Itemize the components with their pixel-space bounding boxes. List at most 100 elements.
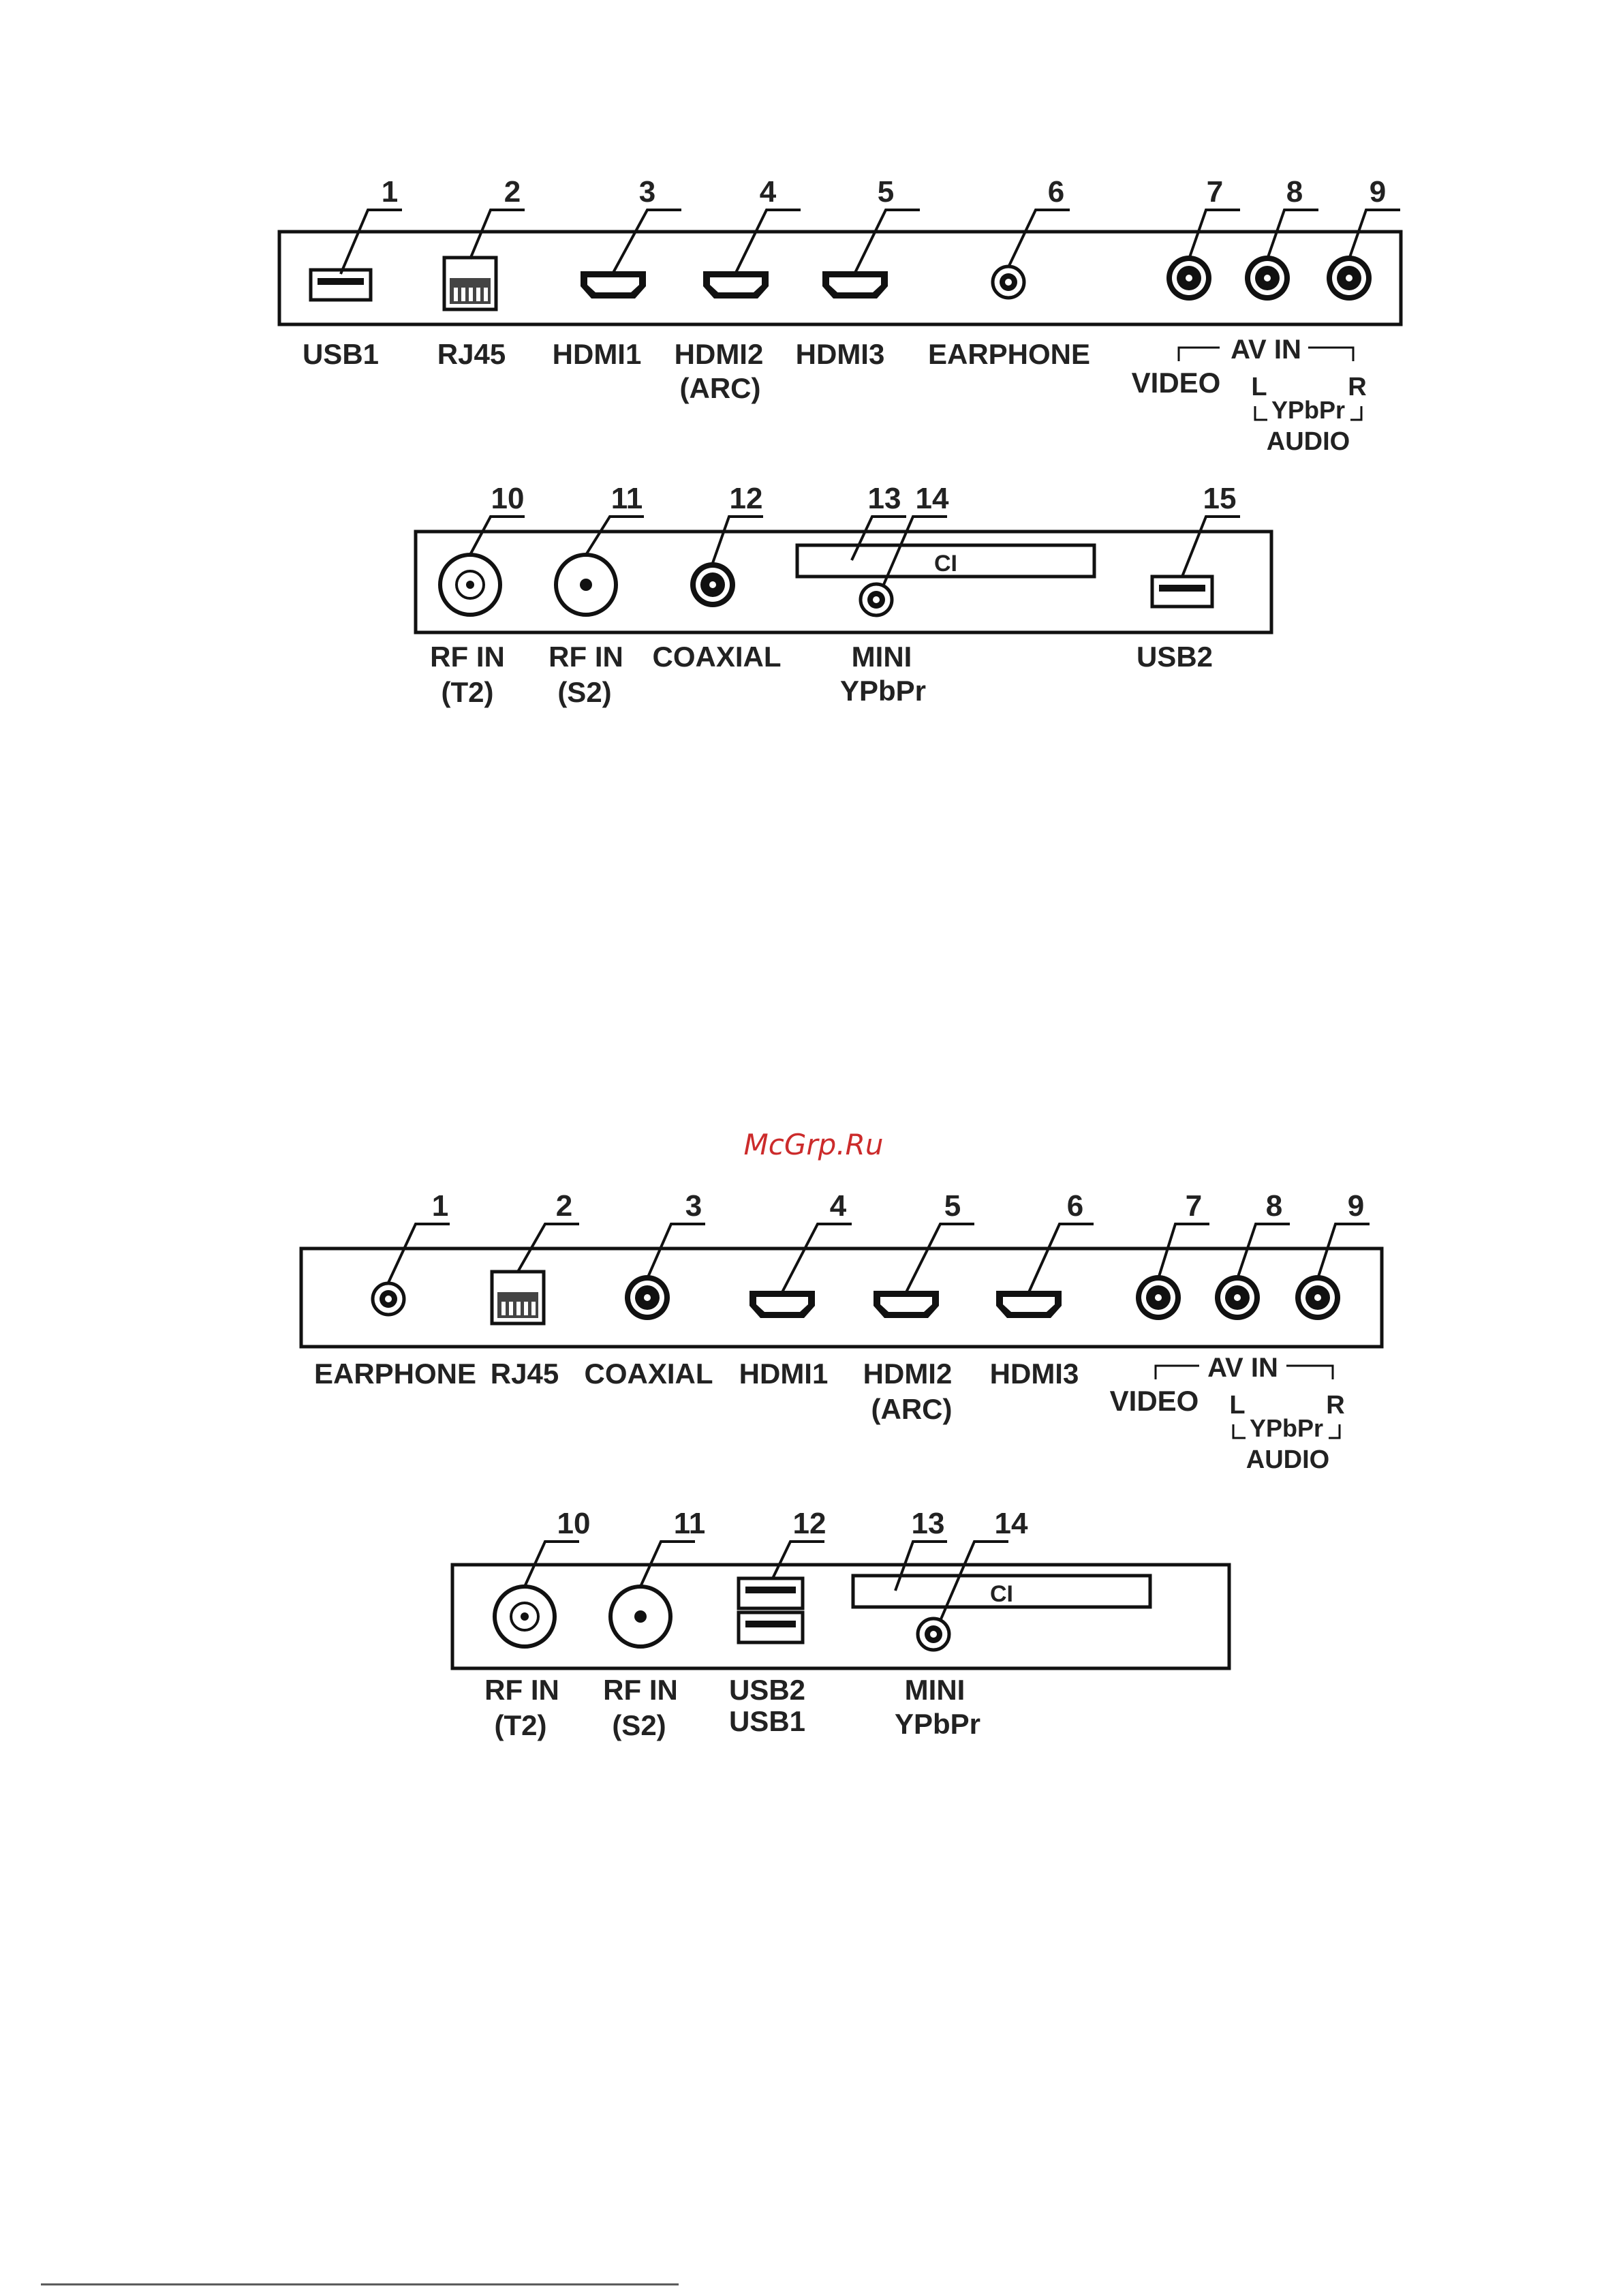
callout-number: 11 [611, 482, 643, 515]
port-label: COAXIAL [585, 1358, 713, 1390]
callout-number: 8 [1266, 1189, 1282, 1223]
callout-number: 14 [995, 1507, 1028, 1540]
usb-dual-port-icon [737, 1576, 805, 1644]
callout-number: 12 [730, 482, 763, 515]
port-label: RJ45 [491, 1358, 559, 1390]
rca-port-icon [1215, 1275, 1260, 1320]
port-label: RF IN [430, 641, 505, 673]
port-label: EARPHONE [314, 1358, 476, 1390]
port-label: RF IN [603, 1674, 678, 1706]
hdmi-port-icon [822, 271, 888, 299]
port-label: (ARC) [871, 1393, 953, 1425]
callout-number: 2 [556, 1189, 572, 1223]
port-label: YPbPr [840, 675, 926, 707]
ci-slot [795, 543, 1096, 579]
port-label: MINI [852, 641, 912, 673]
rj45-port-icon [444, 258, 496, 309]
port-label: L [1229, 1391, 1245, 1420]
port-label: AUDIO [1267, 427, 1350, 456]
port-label: RF IN [548, 641, 623, 673]
rca-port-icon [1245, 256, 1290, 301]
panel1-top: 1 2 3 4 5 6 7 8 9 USB1 RJ45 HDMI1 HDMI2 … [277, 175, 1403, 456]
callout-number: 7 [1207, 175, 1223, 209]
callout-number: 13 [912, 1507, 945, 1540]
port-label: R [1326, 1391, 1344, 1420]
rca-port-icon [1327, 256, 1372, 301]
callout-number: 10 [491, 482, 525, 515]
port-label: HDMI3 [796, 338, 885, 370]
callout-number: 15 [1203, 482, 1237, 515]
port-label: (T2) [495, 1709, 547, 1741]
port-label: HDMI2 [675, 338, 764, 370]
callout-number: 6 [1067, 1189, 1083, 1223]
callout-number: 5 [878, 175, 894, 209]
callout-number: 9 [1348, 1189, 1364, 1223]
callout-number: 2 [504, 175, 521, 209]
callout-number: 13 [868, 482, 901, 515]
callout-number: 7 [1186, 1189, 1202, 1223]
coaxial-port-icon [625, 1275, 670, 1320]
rf-in-t2-icon [440, 555, 500, 615]
group-label: AV IN [1231, 335, 1301, 365]
port-label: YPbPr [895, 1708, 980, 1740]
port-label: USB1 [303, 338, 379, 370]
port-label: HDMI3 [990, 1358, 1079, 1390]
panel2-bottom: CI 10 11 12 13 14 RF IN (T2) RF IN (S2) … [450, 1507, 1231, 1741]
port-label: EARPHONE [928, 338, 1090, 370]
port-label: HDMI2 [863, 1358, 953, 1390]
callout-number: 3 [685, 1189, 702, 1223]
callout-number: 4 [830, 1189, 847, 1223]
port-label: HDMI1 [553, 338, 642, 370]
rj45-port-icon [492, 1272, 544, 1323]
panel-frame [299, 1246, 1384, 1349]
port-label: USB2 [729, 1674, 805, 1706]
coaxial-port-icon [690, 562, 735, 607]
port-label: (T2) [442, 676, 494, 708]
hdmi-port-icon [874, 1291, 939, 1318]
port-label: (ARC) [680, 372, 761, 404]
callout-number: 9 [1370, 175, 1386, 209]
hdmi-port-icon [749, 1291, 815, 1318]
callout-number: 1 [432, 1189, 448, 1223]
port-label: USB2 [1137, 641, 1213, 673]
panel2-top: 1 2 3 4 5 6 7 8 9 EARPHONE RJ45 COAXIAL … [299, 1189, 1384, 1474]
usb-port-icon [1152, 577, 1212, 607]
callout-number: 10 [557, 1507, 591, 1540]
port-label: HDMI1 [739, 1358, 829, 1390]
ci-slot-label: CI [990, 1581, 1013, 1607]
port-label: VIDEO [1110, 1385, 1199, 1417]
rca-port-icon [1136, 1275, 1181, 1320]
callout-number: 1 [382, 175, 398, 209]
callout-number: 11 [674, 1507, 706, 1540]
callout-number: 14 [916, 482, 949, 515]
rf-in-t2-icon [495, 1587, 555, 1647]
watermark: McGrp.Ru [744, 1128, 884, 1161]
rf-in-s2-icon [556, 555, 616, 615]
port-label: USB1 [729, 1705, 805, 1737]
port-label: YPbPr [1250, 1414, 1323, 1442]
usb-port-icon [311, 270, 371, 300]
port-label: RF IN [484, 1674, 559, 1706]
hdmi-port-icon [996, 1291, 1062, 1318]
callout-number: 12 [793, 1507, 826, 1540]
callout-number: 3 [639, 175, 655, 209]
rca-port-icon [1166, 256, 1211, 301]
hdmi-port-icon [703, 271, 769, 299]
port-label: YPbPr [1271, 396, 1345, 424]
port-label: VIDEO [1132, 367, 1221, 399]
port-label: AUDIO [1246, 1445, 1329, 1474]
port-label: R [1348, 373, 1366, 401]
hdmi-port-icon [581, 271, 646, 299]
port-label: RJ45 [437, 338, 506, 370]
port-label: (S2) [612, 1709, 666, 1741]
callout-number: 8 [1286, 175, 1303, 209]
port-label: MINI [905, 1674, 965, 1706]
port-label: (S2) [557, 676, 611, 708]
callout-number: 4 [760, 175, 777, 209]
group-label: AV IN [1207, 1353, 1278, 1383]
ci-slot [851, 1574, 1152, 1609]
rca-port-icon [1295, 1275, 1340, 1320]
panel1-bottom: CI 10 11 12 13 14 15 RF IN (T2) RF IN (S… [414, 482, 1273, 708]
rf-in-s2-icon [610, 1587, 670, 1647]
port-label: L [1251, 373, 1267, 401]
